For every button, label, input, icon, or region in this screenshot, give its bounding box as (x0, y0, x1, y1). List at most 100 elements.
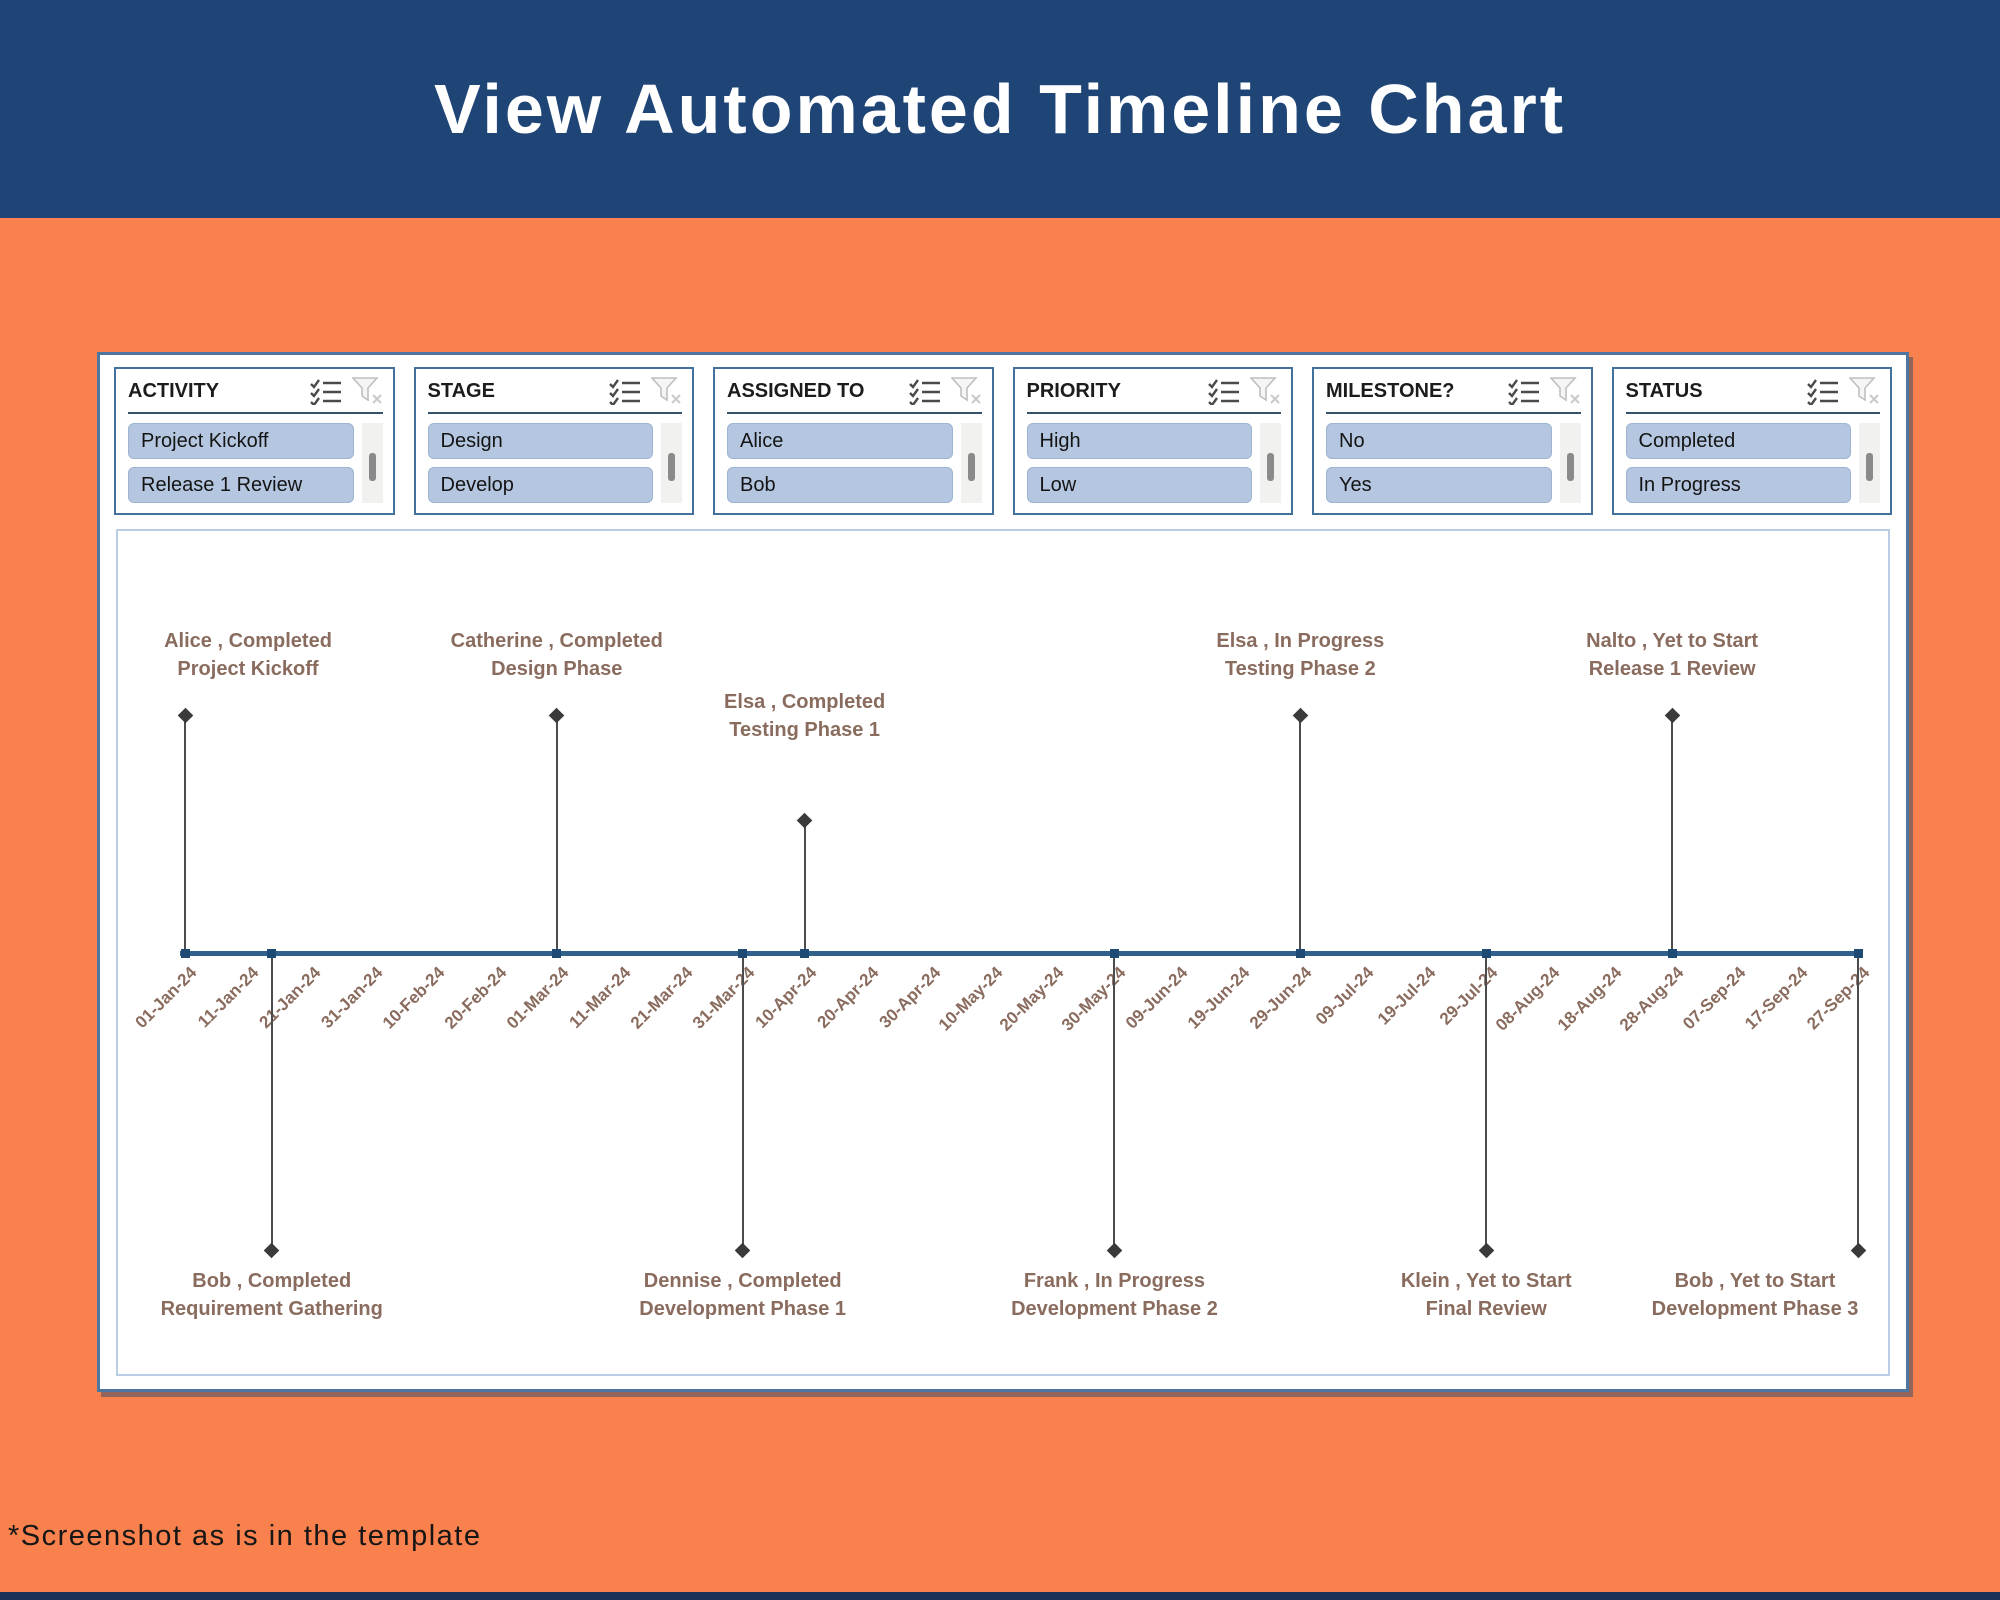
milestone-marker-requirement-gathering (263, 1242, 280, 1258)
scrollbar-thumb[interactable] (1566, 453, 1574, 482)
slicer-item-completed[interactable]: Completed (1625, 423, 1851, 459)
clear-filter-icon[interactable] (351, 377, 383, 405)
slicer-title: ASSIGNED TO (727, 379, 865, 402)
scrollbar-thumb[interactable] (1866, 453, 1873, 482)
milestone-label-line2: Final Review (1425, 1298, 1547, 1320)
milestone-label-line1: Klein , Yet to Start (1400, 1270, 1572, 1292)
milestone-marker-design-phase (548, 707, 565, 723)
slicer-item-low[interactable]: Low (1026, 467, 1252, 503)
slicer-item-release-1-review[interactable]: Release 1 Review (128, 467, 354, 503)
axis-point-testing-phase-1 (800, 949, 810, 958)
slicer-scrollbar[interactable] (1260, 423, 1281, 503)
multi-select-icon[interactable] (1208, 378, 1240, 405)
milestone-line-development-phase-2 (1113, 953, 1116, 1250)
slicer-title: STATUS (1625, 379, 1703, 402)
multi-select-icon[interactable] (908, 378, 941, 405)
slicer-item-yes[interactable]: Yes (1326, 467, 1552, 503)
milestone-label-line1: Elsa , In Progress (1216, 630, 1385, 652)
axis-point-development-phase-2 (1109, 949, 1119, 958)
clear-filter-icon[interactable] (651, 377, 682, 405)
slicer-scrollbar[interactable] (661, 423, 682, 503)
multi-select-icon[interactable] (609, 378, 641, 405)
milestone-label-line1: Bob , Yet to Start (1674, 1270, 1836, 1292)
milestone-line-development-phase-3 (1857, 953, 1859, 1250)
milestone-marker-testing-phase-2 (1292, 707, 1309, 723)
slicer-item-project-kickoff[interactable]: Project Kickoff (128, 423, 354, 459)
slicer-header: ASSIGNED TO (727, 377, 982, 414)
footnote: *Screenshot as is in the template (8, 1520, 482, 1552)
axis-point-development-phase-3 (1853, 949, 1863, 958)
milestone-label-line2: Release 1 Review (1588, 658, 1756, 680)
milestone-label-line2: Requirement Gathering (160, 1298, 383, 1320)
slicer-scrollbar[interactable] (1559, 423, 1581, 503)
slicer-header: MILESTONE? (1326, 377, 1581, 414)
scrollbar-thumb[interactable] (368, 453, 376, 482)
slicer-scrollbar[interactable] (960, 423, 982, 503)
clear-filter-icon[interactable] (1549, 377, 1581, 405)
slicer-header: STATUS (1625, 377, 1880, 414)
slicer-header: STAGE (427, 377, 682, 414)
clear-filter-icon[interactable] (1250, 377, 1281, 405)
page-title: View Automated Timeline Chart (433, 70, 1567, 148)
axis-point-final-review (1481, 949, 1491, 958)
slicer-item-bob[interactable]: Bob (727, 467, 953, 503)
milestone-label-line1: Frank , In Progress (1023, 1270, 1206, 1292)
milestone-line-release-1-review (1671, 715, 1674, 953)
scrollbar-thumb[interactable] (967, 453, 975, 482)
milestone-line-design-phase (555, 715, 558, 953)
clear-filter-icon[interactable] (1849, 377, 1880, 405)
axis-point-design-phase (552, 949, 562, 958)
slicer-title: ACTIVITY (128, 379, 220, 402)
axis-point-requirement-gathering (267, 949, 277, 958)
slicer-item-no[interactable]: No (1326, 423, 1552, 459)
milestone-marker-development-phase-2 (1106, 1242, 1123, 1258)
milestone-line-testing-phase-1 (803, 820, 806, 953)
slicer-header: PRIORITY (1026, 377, 1281, 414)
milestone-label-line2: Development Phase 2 (1011, 1298, 1218, 1320)
slicer-item-design[interactable]: Design (427, 423, 653, 459)
multi-select-icon[interactable] (309, 378, 342, 405)
scrollbar-thumb[interactable] (668, 453, 675, 482)
slicer-item-develop[interactable]: Develop (427, 467, 653, 503)
milestone-label-line1: Nalto , Yet to Start (1586, 630, 1759, 652)
milestone-marker-release-1-review (1664, 707, 1680, 723)
slicer-scrollbar[interactable] (1859, 423, 1880, 503)
milestone-line-project-kickoff (184, 715, 186, 953)
clear-filter-icon[interactable] (950, 377, 982, 405)
axis-point-release-1-review (1667, 949, 1677, 958)
milestone-label-line2: Testing Phase 1 (729, 719, 881, 741)
slicer-item-high[interactable]: High (1026, 423, 1252, 459)
slicer-item-list: Completed In Progress (1625, 423, 1851, 503)
slicer-item-alice[interactable]: Alice (727, 423, 953, 459)
milestone-marker-development-phase-1 (734, 1242, 751, 1258)
multi-select-icon[interactable] (1807, 378, 1839, 405)
slicer-scrollbar[interactable] (361, 423, 383, 503)
slicer-item-in-progress[interactable]: In Progress (1625, 467, 1851, 503)
multi-select-icon[interactable] (1507, 378, 1540, 405)
header-banner: View Automated Timeline Chart (0, 0, 2000, 218)
scrollbar-thumb[interactable] (1267, 453, 1274, 482)
milestone-marker-final-review (1478, 1242, 1494, 1258)
